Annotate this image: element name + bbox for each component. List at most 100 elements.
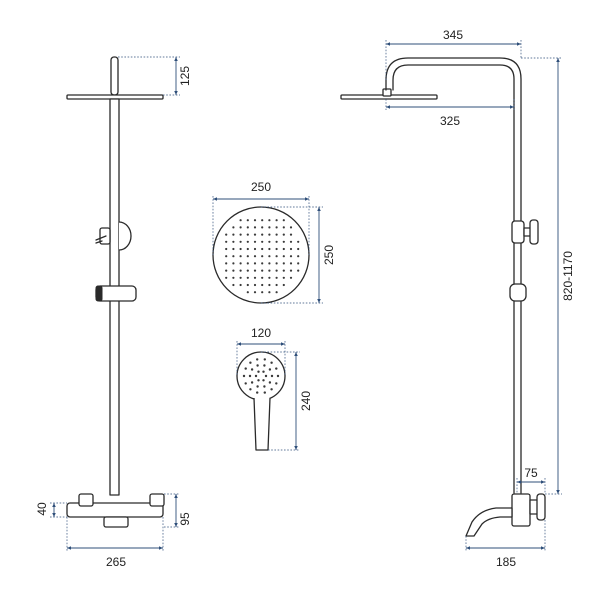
nozzle-dot: [282, 226, 285, 229]
hand-shower-handle: [253, 397, 271, 451]
nozzle-dot: [289, 276, 293, 279]
hand-shower-detail: 120 240: [236, 326, 313, 451]
dimension-label-valve-offset: 40: [35, 502, 49, 516]
nozzle-dot: [246, 262, 249, 265]
hand-nozzle-dot: [249, 388, 252, 391]
hand-nozzle-dot: [249, 361, 252, 364]
nozzle-dot: [253, 269, 257, 272]
hand-nozzle-dot: [256, 358, 259, 361]
nozzle-dot: [297, 255, 300, 258]
nozzle-dot: [275, 276, 278, 279]
dimension-column-height: 820-1170: [521, 57, 575, 495]
dimension-head-height: 125: [118, 56, 192, 96]
nozzle-dot: [225, 233, 228, 236]
nozzle-dot: [275, 269, 278, 272]
nozzle-dot: [232, 233, 235, 236]
dimension-arm-reach: 345: [385, 28, 522, 80]
nozzle-dot: [225, 255, 228, 258]
nozzle-dot: [246, 276, 249, 279]
nozzle-dot: [268, 240, 271, 243]
nozzle-dot: [232, 283, 235, 287]
dimension-label-valve-body-height: 95: [178, 512, 192, 526]
nozzle-dot: [225, 276, 228, 279]
hand-nozzle-dot: [248, 374, 252, 378]
nozzle-dot: [289, 255, 293, 258]
nozzle-dot: [225, 247, 228, 251]
nozzle-dot: [275, 240, 278, 243]
hand-nozzle-dot: [275, 382, 278, 385]
nozzle-dot: [246, 291, 249, 294]
hand-nozzle-dot: [275, 367, 278, 370]
hand-nozzle-dot: [263, 391, 266, 394]
nozzle-dot: [289, 226, 293, 229]
nozzle-dot: [225, 262, 228, 265]
hand-nozzle-dot: [276, 374, 280, 378]
nozzle-dot: [232, 276, 235, 279]
dimension-head-width: 250: [212, 180, 310, 255]
nozzle-dot: [282, 262, 285, 265]
dimension-head-offset: 325: [385, 99, 515, 128]
hand-nozzle-dot: [268, 368, 272, 371]
nozzle-dot: [261, 269, 264, 272]
nozzle-dot: [239, 283, 242, 287]
nozzle-dot: [261, 276, 264, 279]
nozzle-dot: [268, 262, 271, 265]
nozzle-dot: [282, 240, 285, 243]
nozzle-dot: [225, 240, 228, 243]
dimension-total-width: 265: [66, 517, 164, 569]
nozzle-dot: [268, 255, 271, 258]
nozzle-dot: [246, 240, 249, 243]
dimension-valve-depth: 75: [516, 466, 546, 494]
nozzle-dot: [253, 255, 257, 258]
hand-nozzle-dot: [268, 381, 272, 384]
nozzle-dot: [261, 262, 264, 265]
nozzle-dot: [268, 247, 271, 251]
nozzle-dot: [232, 269, 235, 272]
dimension-label-valve-depth: 75: [524, 466, 538, 480]
dimension-head-height-detail: 250: [261, 206, 336, 304]
dimension-label-hand-length: 240: [299, 391, 313, 411]
nozzle-dot: [275, 262, 278, 265]
dimension-label-column-height: 820-1170: [561, 251, 575, 301]
nozzle-dot: [246, 226, 249, 229]
nozzle-dot: [297, 269, 300, 272]
side-view: 345 325 820-1170 75 185: [340, 28, 575, 569]
nozzle-dot: [261, 247, 264, 251]
nozzle-dot: [246, 255, 249, 258]
nozzle-dot: [253, 240, 257, 243]
nozzle-dot: [261, 219, 264, 222]
thermostatic-valve-side: [511, 493, 546, 527]
dimension-valve-body-height: 95: [164, 493, 192, 528]
nozzle-dot: [289, 240, 293, 243]
nozzle-dot: [246, 283, 249, 287]
nozzle-dot: [253, 283, 257, 287]
rain-head-detail: 250 250: [212, 180, 336, 304]
nozzle-dot: [275, 233, 278, 236]
nozzle-dot: [261, 283, 264, 287]
dimension-valve-offset: 40: [35, 502, 67, 518]
hand-nozzle-dot: [262, 370, 265, 373]
nozzle-dot: [282, 283, 285, 287]
dimension-hand-width: 120: [236, 326, 286, 376]
nozzle-dot: [297, 262, 300, 265]
nozzle-dot: [232, 262, 235, 265]
hand-nozzle-dot: [256, 364, 259, 367]
nozzle-dot: [282, 276, 285, 279]
nozzle-dot: [275, 247, 278, 251]
shower-arm-side: [385, 57, 522, 494]
nozzle-dot: [289, 269, 293, 272]
nozzle-dot: [239, 219, 242, 222]
dimension-label-hand-width: 120: [251, 326, 271, 340]
nozzle-dot: [275, 226, 278, 229]
nozzle-dot: [239, 255, 242, 258]
slider-side: [509, 283, 527, 302]
nozzle-dot: [253, 262, 257, 265]
nozzle-dot: [239, 233, 242, 236]
dimension-spout-reach: 185: [465, 520, 546, 569]
rain-shower-head-front: [66, 56, 164, 100]
hand-shower-holder-side: [511, 219, 539, 245]
nozzle-dot: [261, 240, 264, 243]
dimension-label-head-width: 250: [251, 180, 271, 194]
nozzle-dot: [268, 233, 271, 236]
nozzle-dot: [275, 291, 278, 294]
